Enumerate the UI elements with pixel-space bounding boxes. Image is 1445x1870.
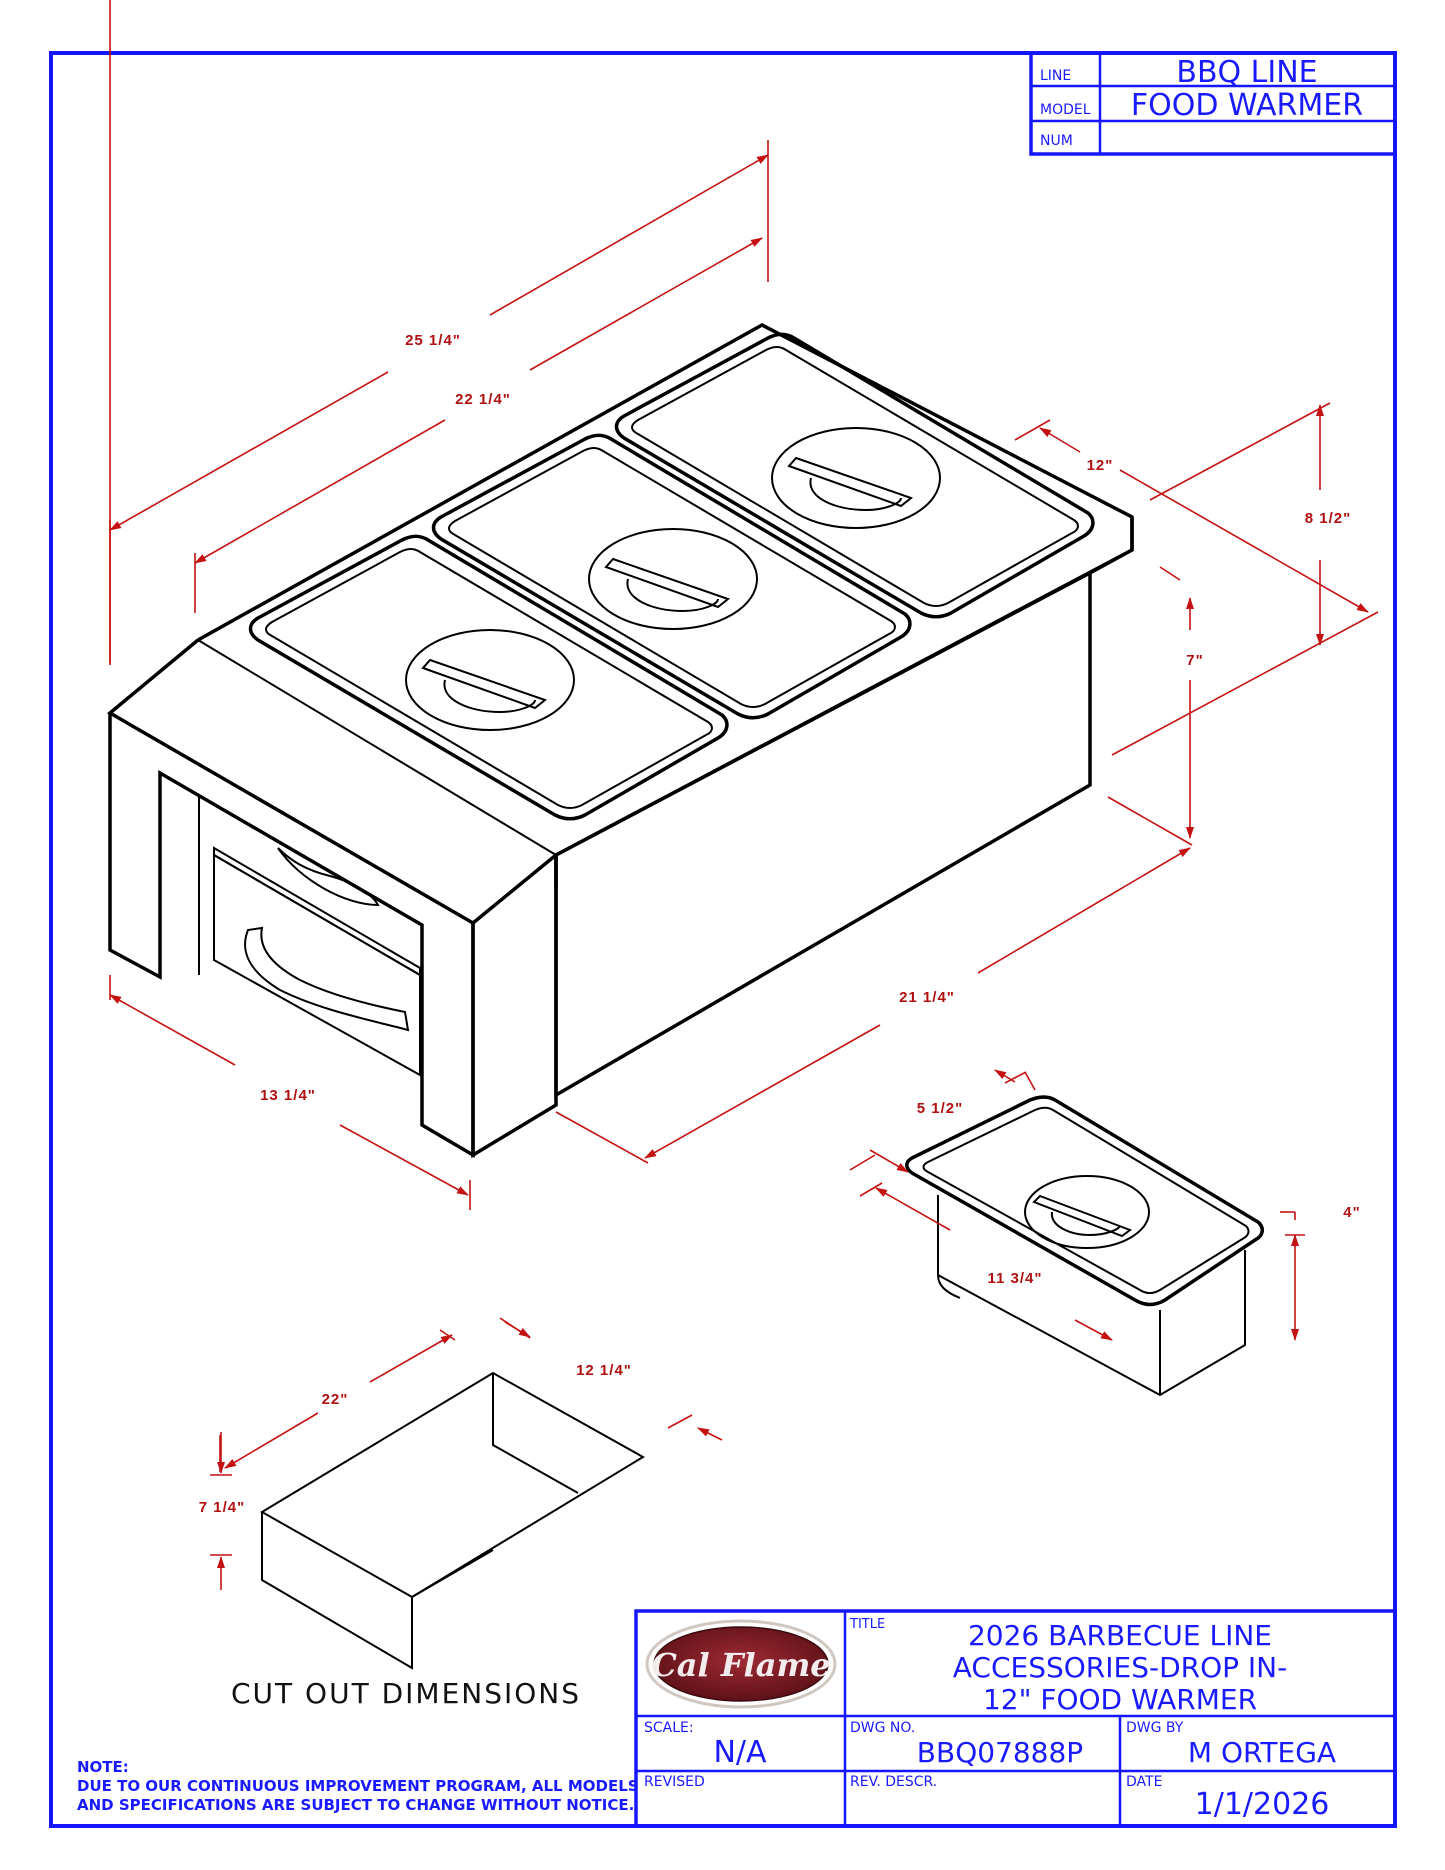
warmer-body-front xyxy=(554,570,1092,1099)
scale-value: N/A xyxy=(713,1735,767,1770)
note-line-2: AND SPECIFICATIONS ARE SUBJECT TO CHANGE… xyxy=(77,1796,634,1814)
date-value: 1/1/2026 xyxy=(1195,1787,1330,1822)
dim-front-width: 13 1/4" xyxy=(260,1087,316,1104)
drawer-handle-icon xyxy=(244,926,410,1032)
note-block: NOTE: DUE TO OUR CONTINUOUS IMPROVEMENT … xyxy=(77,1758,639,1814)
line-label: LINE xyxy=(1040,68,1071,84)
model-label: MODEL xyxy=(1040,102,1091,118)
dim-pan-width: 5 1/2" xyxy=(917,1100,963,1117)
drawer-face xyxy=(213,853,421,1077)
dimension-lines xyxy=(109,0,1379,1210)
title-line-3: 12" FOOD WARMER xyxy=(983,1683,1257,1716)
dim-overall-height: 8 1/2" xyxy=(1305,510,1351,527)
dim-pan-height: 4" xyxy=(1343,1204,1360,1221)
title-label: TITLE xyxy=(849,1617,885,1632)
cutout-dimensions xyxy=(210,1317,723,1590)
pan-lid-middle xyxy=(431,433,912,720)
single-pan-view xyxy=(905,1095,1264,1397)
date-label: DATE xyxy=(1126,1774,1162,1790)
single-pan-dimensions xyxy=(849,1069,1305,1341)
pan-lid-right xyxy=(614,332,1095,619)
sheet-border xyxy=(49,51,1397,1828)
warmer-top-deck xyxy=(197,323,1134,888)
dim-overall-length: 25 1/4" xyxy=(405,332,461,349)
dwg-no-value: BBQ07888P xyxy=(917,1736,1083,1769)
line-model-block: LINE MODEL NUM BBQ LINE FOOD WARMER xyxy=(1029,51,1397,156)
note-heading: NOTE: xyxy=(77,1758,129,1776)
title-line-1: 2026 BARBECUE LINE xyxy=(968,1619,1272,1652)
dim-depth: 12" xyxy=(1087,457,1114,474)
logo-text: Cal Flame xyxy=(651,1646,830,1684)
control-housing-top xyxy=(106,638,558,926)
line-value: BBQ LINE xyxy=(1176,55,1317,90)
dim-body-length: 21 1/4" xyxy=(899,989,955,1006)
dim-pan-length: 11 3/4" xyxy=(988,1270,1043,1287)
dwg-by-label: DWG BY xyxy=(1126,1720,1184,1736)
cal-flame-logo: Cal Flame xyxy=(645,1619,837,1709)
dim-body-height: 7" xyxy=(1186,652,1203,669)
dim-cutout-depth: 7 1/4" xyxy=(199,1499,245,1516)
note-line-1: DUE TO OUR CONTINUOUS IMPROVEMENT PROGRA… xyxy=(77,1777,639,1795)
revised-label: REVISED xyxy=(644,1774,705,1790)
dimension-labels: 25 1/4" 22 1/4" 12" 8 1/2" 7" 13 1/4" 21… xyxy=(199,332,1360,1516)
pan-lid-left xyxy=(248,534,729,821)
cutout-view xyxy=(260,1371,645,1670)
rev-descr-label: REV. DESCR. xyxy=(850,1774,937,1790)
dwg-by-value: M ORTEGA xyxy=(1188,1736,1336,1769)
scale-label: SCALE: xyxy=(644,1720,694,1736)
dwg-no-label: DWG NO. xyxy=(850,1720,915,1736)
dim-inner-length: 22 1/4" xyxy=(455,391,511,408)
dim-cutout-length: 22" xyxy=(322,1391,349,1408)
food-warmer-main-view xyxy=(106,323,1134,1159)
title-line-2: ACCESSORIES-DROP IN- xyxy=(953,1651,1287,1684)
num-label: NUM xyxy=(1040,133,1073,149)
drawing-title-block: Cal Flame TITLE 2026 BARBECUE LINE ACCES… xyxy=(634,1609,1397,1828)
model-value: FOOD WARMER xyxy=(1131,88,1363,123)
dim-cutout-width: 12 1/4" xyxy=(576,1362,632,1379)
control-housing-front xyxy=(108,713,475,1159)
cutout-caption: CUT OUT DIMENSIONS xyxy=(231,1677,581,1710)
